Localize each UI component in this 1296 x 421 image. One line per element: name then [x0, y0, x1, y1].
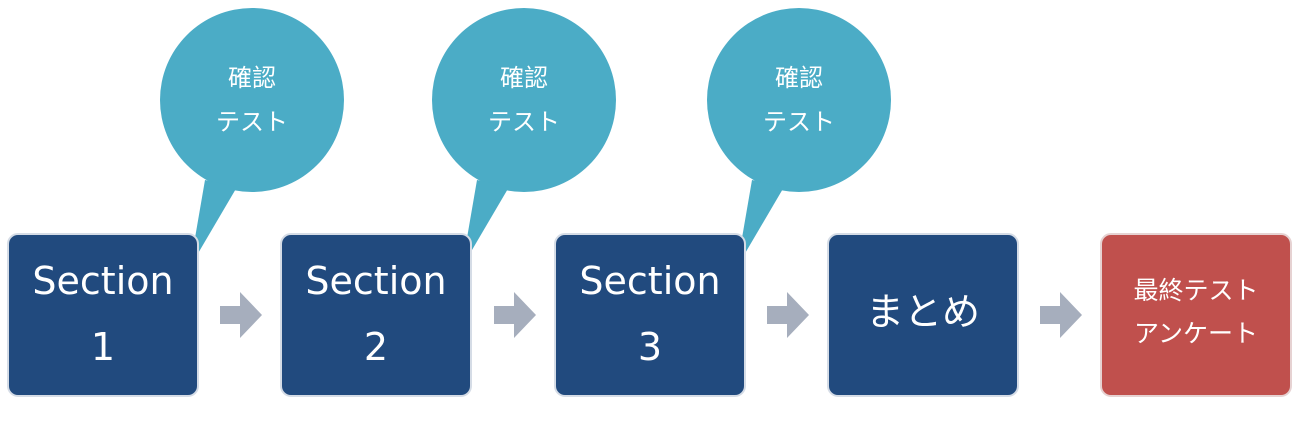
step-section-1: Section 1 [7, 233, 199, 397]
arrow-right-icon [220, 292, 262, 338]
callout-1-line1: 確認 [228, 64, 276, 92]
step-section-2: Section 2 [280, 233, 472, 397]
step-label-line2: 3 [637, 325, 663, 369]
step-label-line1: Section [32, 259, 174, 303]
step-label-line1: 最終テスト [1133, 276, 1259, 305]
callout-1-line2: テスト [216, 108, 288, 136]
step-label-line1: Section [305, 259, 447, 303]
arrow-right-icon [1040, 292, 1082, 338]
arrow-right-icon [767, 292, 809, 338]
step-label-line2: 1 [90, 325, 116, 369]
step-label-line1: まとめ [865, 290, 980, 334]
callout-2-line1: 確認 [500, 64, 548, 92]
step-label-line1: Section [579, 259, 721, 303]
callout-3-line2: テスト [763, 108, 835, 136]
callout-2-line2: テスト [488, 108, 560, 136]
step-final-test-survey: 最終テスト アンケート [1100, 233, 1292, 397]
step-label-line2: アンケート [1133, 319, 1258, 348]
step-label-line2: 2 [363, 325, 389, 369]
step-section-3: Section 3 [554, 233, 746, 397]
callout-3-line1: 確認 [775, 64, 823, 92]
step-summary: まとめ [827, 233, 1019, 397]
arrow-right-icon [494, 292, 536, 338]
